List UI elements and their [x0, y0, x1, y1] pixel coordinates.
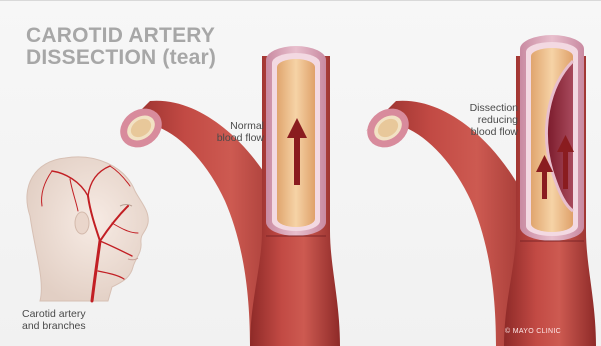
head-with-carotid-branches — [27, 157, 148, 301]
branches-label-line-2: and branches — [22, 320, 112, 332]
normal-artery — [113, 46, 340, 346]
diagram-title: CAROTID ARTERY DISSECTION (tear) — [26, 25, 216, 69]
title-line-1: CAROTID ARTERY — [26, 25, 216, 47]
carotid-branches-label: Carotid artery and branches — [22, 308, 112, 332]
dissection-label: Dissection reducing blood flow — [444, 102, 518, 138]
title-line-2: DISSECTION (tear) — [26, 47, 216, 69]
dissected-artery — [360, 35, 596, 346]
dissection-label-line-3: blood flow — [444, 126, 518, 138]
dissection-label-line-1: Dissection — [444, 102, 518, 114]
branches-label-line-1: Carotid artery — [22, 308, 112, 320]
normal-label-line-1: Normal — [198, 120, 264, 132]
normal-label-line-2: blood flow — [198, 132, 264, 144]
mayo-clinic-credit: © MAYO CLINIC — [505, 328, 561, 335]
normal-blood-flow-label: Normal blood flow — [198, 120, 264, 144]
dissection-label-line-2: reducing — [444, 114, 518, 126]
